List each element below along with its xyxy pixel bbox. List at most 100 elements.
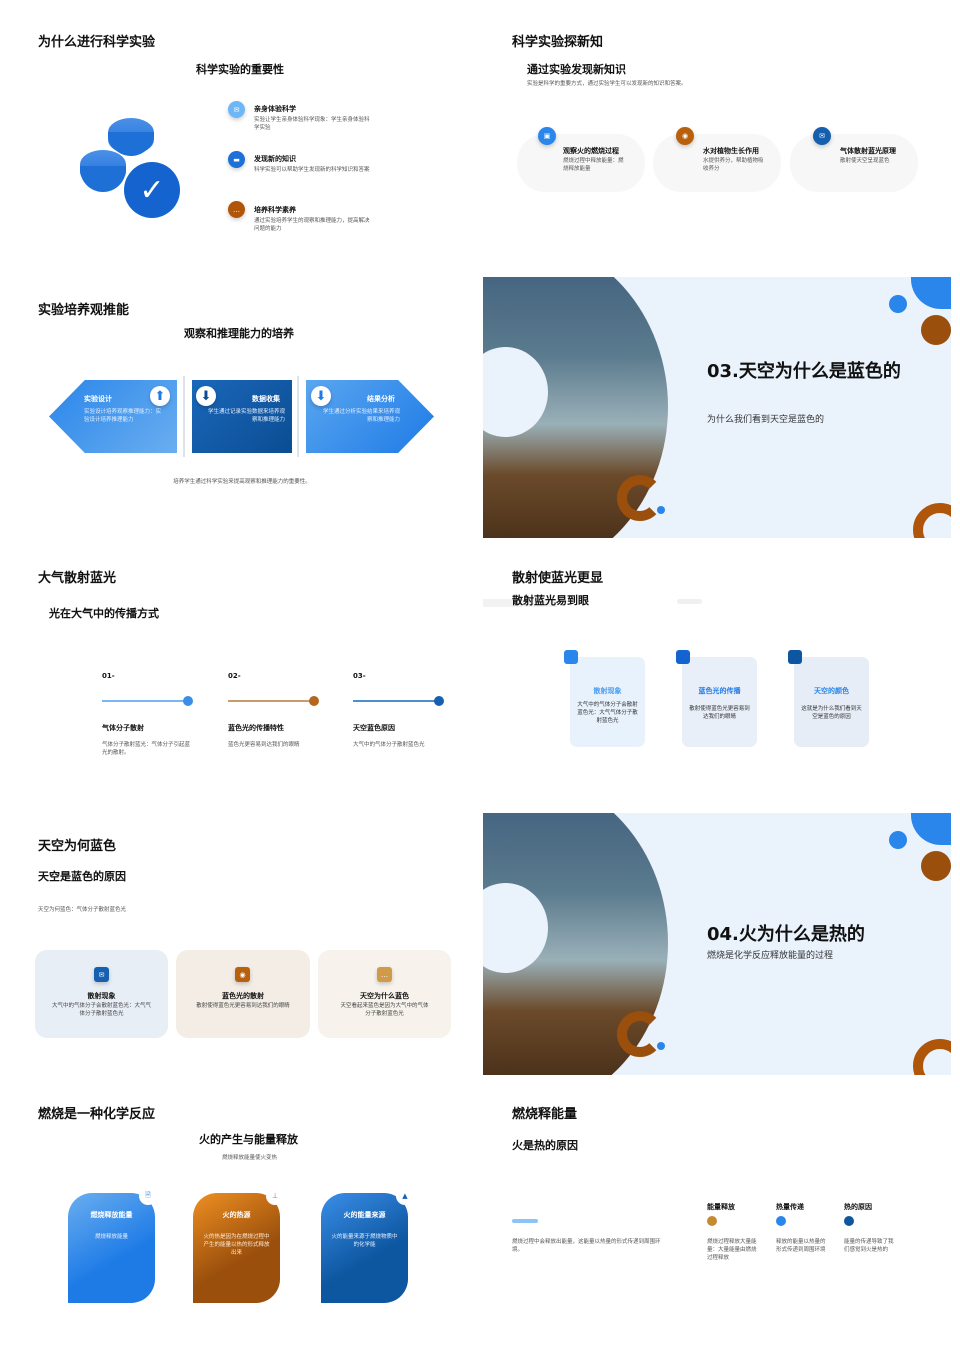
decor-dot xyxy=(889,295,907,313)
card xyxy=(790,134,918,192)
card xyxy=(570,657,645,747)
card-desc: 大气中的气体分子会散射蓝色光：大气气体分子散射蓝色光 xyxy=(577,702,638,724)
step-desc: 学生通过记录实验数据来培养观察和推理能力 xyxy=(207,409,285,423)
card-title: 观察火的燃烧过程 xyxy=(563,147,619,155)
item-desc: 通过实验培养学生的观察和推理能力，提高解决问题的能力 xyxy=(254,218,370,232)
slide-title: 燃烧是一种化学反应 xyxy=(38,1107,156,1122)
card-title: 火的热源 xyxy=(222,1211,251,1219)
divider xyxy=(297,376,299,457)
card-title: 水对植物生长作用 xyxy=(703,147,759,155)
decor-dot xyxy=(921,315,951,345)
square-icon xyxy=(564,650,578,664)
section-title: 03.天空为什么是蓝色的 xyxy=(707,361,901,382)
step-number: 03- xyxy=(353,672,366,680)
card-title: 火的能量来源 xyxy=(343,1211,386,1219)
card xyxy=(176,950,310,1038)
slide-desc: 燃烧释放能量使火变热 xyxy=(222,1155,278,1161)
timeline-dot xyxy=(434,696,444,706)
coins-check-illustration: ✓ xyxy=(78,116,183,221)
card-desc: 散射使得蓝色光更容易到达我们的眼睛 xyxy=(196,1003,290,1009)
card xyxy=(68,1193,155,1303)
col-desc: 释放的能量以热量的形式传递到周围环境 xyxy=(776,1239,826,1253)
card-desc: 燃烧过程中释放能量：燃烧释放能量 xyxy=(563,158,624,172)
decor-ring xyxy=(617,1011,663,1057)
document-icon: 🗎 xyxy=(139,1187,157,1205)
slide-desc: 实验是科学的重要方式，通过实验学生可以发现新的知识和答案。 xyxy=(527,81,687,87)
col-dot xyxy=(776,1216,786,1226)
item-desc: 科学实验可以帮助学生发现新的科学知识和答案 xyxy=(254,167,370,173)
slide-title: 大气散射蓝光 xyxy=(38,571,117,586)
image-icon: ▣ xyxy=(538,127,556,145)
decor-dot xyxy=(921,851,951,881)
col-desc: 能量的传递导致了我们感觉到火是热的 xyxy=(844,1239,894,1253)
target-icon: ◉ xyxy=(676,127,694,145)
step-desc: 学生通过分析实验结果来培养观察和推理能力 xyxy=(322,409,400,423)
col-title: 热量传递 xyxy=(776,1203,804,1211)
step-title: 数据收集 xyxy=(252,395,280,403)
divider xyxy=(183,376,185,457)
arrow-down-icon: ⬇ xyxy=(311,386,331,406)
card-desc: 这就是为什么我们看到天空是蓝色的原因 xyxy=(801,706,862,720)
section-slide-3[interactable]: 03.天空为什么是蓝色的 为什么我们看到天空是蓝色的 xyxy=(483,277,951,538)
card xyxy=(794,657,869,747)
step-title: 气体分子散射 xyxy=(102,724,144,732)
slide-subtitle: 天空是蓝色的原因 xyxy=(38,870,126,883)
decor-ring xyxy=(913,503,951,538)
card xyxy=(193,1193,280,1303)
step-title: 蓝色光的传播特性 xyxy=(228,724,284,732)
slide-title: 科学实验探新知 xyxy=(512,35,604,50)
target-icon: ◉ xyxy=(235,967,250,982)
card-title: 天空的颜色 xyxy=(814,687,849,695)
decor-bar xyxy=(677,599,702,604)
item-title: 亲身体验科学 xyxy=(254,105,296,113)
section-slide-4[interactable]: 04.火为什么是热的 燃烧是化学反应释放能量的过程 xyxy=(483,813,951,1075)
timeline-dot xyxy=(183,696,193,706)
card-desc: 散射使得蓝色光更容易到达我们的眼睛 xyxy=(689,706,750,720)
slide-subtitle: 观察和推理能力的培养 xyxy=(184,327,294,340)
slide-subtitle: 光在大气中的传播方式 xyxy=(49,607,159,620)
slide-title: 散射使蓝光更显 xyxy=(512,571,604,586)
step-number: 02- xyxy=(228,672,241,680)
card-title: 蓝色光的散射 xyxy=(222,992,264,1000)
section-subtitle: 燃烧是化学反应释放能量的过程 xyxy=(707,951,834,961)
timeline-dot xyxy=(309,696,319,706)
step-desc: 大气中的气体分子散射蓝色光 xyxy=(353,742,425,748)
arrow-up-icon: ⬆ xyxy=(150,386,170,406)
slide-title: 燃烧释能量 xyxy=(512,1107,578,1122)
card-title: 燃烧释放能量 xyxy=(90,1211,133,1219)
decor-shape xyxy=(911,813,951,845)
decor-dot xyxy=(657,1042,665,1050)
section-title: 04.火为什么是热的 xyxy=(707,924,865,945)
decor-shape xyxy=(911,277,951,309)
card xyxy=(517,134,645,192)
timeline-line xyxy=(228,700,312,702)
check-icon: ✓ xyxy=(124,162,180,218)
step-title: 天空蓝色原因 xyxy=(353,724,395,732)
card-title: 蓝色光的传播 xyxy=(698,687,741,695)
decor-circle xyxy=(483,883,548,973)
slide-title: 为什么进行科学实验 xyxy=(38,35,156,50)
chat-icon: … xyxy=(228,201,245,218)
hierarchy-icon: ⊥ xyxy=(266,1187,284,1205)
card-title: 散射现象 xyxy=(593,687,622,695)
card xyxy=(35,950,168,1038)
item-title: 培养科学素养 xyxy=(254,206,296,214)
slide-desc: 燃烧过程中会释放出能量，这能量以热量的形式传递到周围环境。 xyxy=(512,1239,661,1253)
slide-subtitle: 火是热的原因 xyxy=(512,1139,578,1152)
step-number: 01- xyxy=(102,672,115,680)
col-dot xyxy=(707,1216,717,1226)
slide-title: 实验培养观推能 xyxy=(38,303,130,318)
square-icon xyxy=(676,650,690,664)
briefcase-icon: ▬ xyxy=(228,151,245,168)
col-title: 能量释放 xyxy=(707,1203,735,1211)
decor-circle xyxy=(483,347,548,437)
mail-icon: ✉ xyxy=(813,127,831,145)
arrow-down-icon: ⬇ xyxy=(196,386,216,406)
item-title: 发现新的知识 xyxy=(254,155,296,163)
card-title: 天空为什么蓝色 xyxy=(360,992,409,1000)
card-title: 气体散射蓝光原理 xyxy=(840,147,896,155)
step-title: 结果分析 xyxy=(367,395,395,403)
card-desc: 水提供养分，帮助植物吸收养分 xyxy=(703,158,764,172)
card xyxy=(318,950,451,1038)
col-title: 热的原因 xyxy=(844,1203,872,1211)
